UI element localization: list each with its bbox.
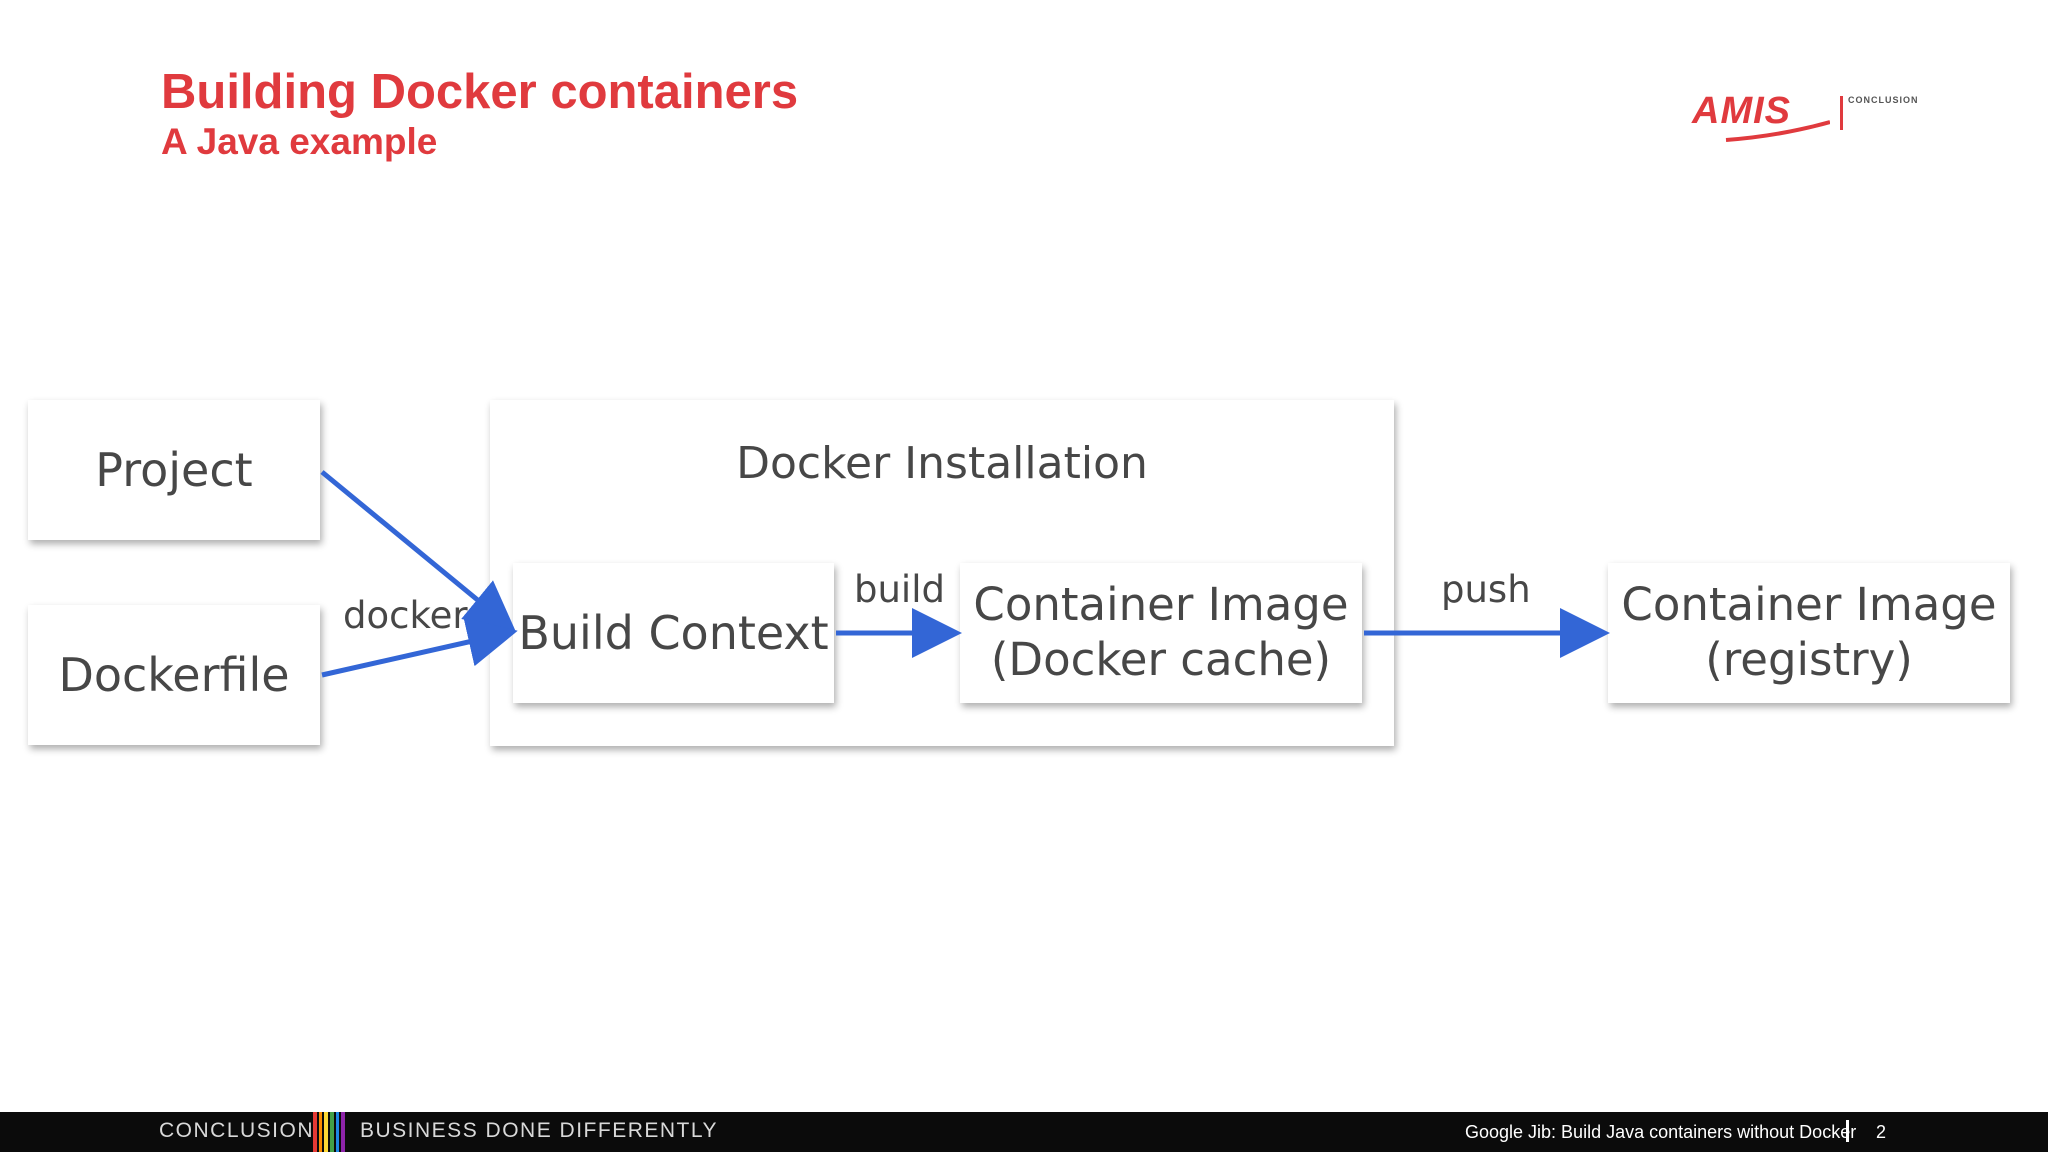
dockerfile-node: Dockerfile — [28, 605, 320, 745]
container-image-registry-node: Container Image (registry) — [1608, 563, 2010, 703]
dockerfile-node-label: Dockerfile — [58, 647, 290, 702]
project-node-label: Project — [95, 442, 253, 497]
logo-swoosh-icon — [1725, 120, 1830, 142]
push-edge-label: push — [1441, 568, 1531, 611]
slide-subtitle: A Java example — [161, 121, 438, 162]
logo-text: AMIS — [1692, 90, 1791, 132]
build-edge-label: build — [854, 568, 945, 611]
footer-separator — [1846, 1120, 1849, 1142]
page-number: 2 — [1876, 1122, 1887, 1142]
docker-edge-label: docker — [343, 594, 468, 637]
dockerfile-to-build-context-arrow — [321, 617, 518, 678]
logo-tagline: CONCLUSION — [1848, 95, 1919, 105]
amis-logo: AMIS CONCLUSION — [1690, 88, 1918, 146]
container-image-cache-label: Container Image (Docker cache) — [973, 578, 1349, 686]
logo-divider — [1840, 96, 1843, 130]
slide-title: Building Docker containers — [161, 65, 799, 119]
footer-stripe — [318, 1112, 323, 1152]
footer-stripe — [313, 1112, 317, 1152]
build-context-node: Build Context — [513, 563, 834, 703]
docker-installation-label: Docker Installation — [736, 438, 1148, 489]
footer-company: CONCLUSION — [159, 1119, 315, 1142]
footer-caption: Google Jib: Build Java containers withou… — [1465, 1122, 1857, 1142]
build-context-node-label: Build Context — [518, 605, 829, 660]
container-image-cache-node: Container Image (Docker cache) — [960, 563, 1362, 703]
container-image-registry-label: Container Image (registry) — [1621, 578, 1997, 686]
project-node: Project — [28, 400, 320, 540]
slide-footer: CONCLUSION BUSINESS DONE DIFFERENTLY Goo… — [0, 1112, 2048, 1152]
footer-stripes — [313, 1112, 347, 1152]
project-to-build-context-arrow — [320, 470, 516, 632]
footer-slogan: BUSINESS DONE DIFFERENTLY — [360, 1119, 718, 1142]
footer-stripe — [330, 1112, 334, 1152]
footer-stripe — [335, 1112, 340, 1152]
footer-stripe — [341, 1112, 346, 1152]
footer-stripe — [324, 1112, 329, 1152]
